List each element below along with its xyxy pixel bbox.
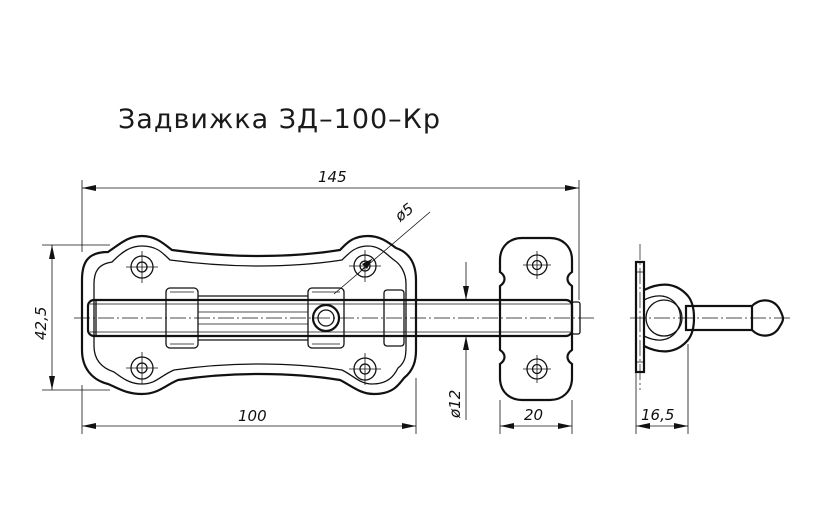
keeper bbox=[498, 236, 581, 402]
dimension-overall-length: 145 bbox=[81, 168, 580, 300]
dim-145-label: 145 bbox=[318, 168, 347, 186]
base-plate bbox=[80, 234, 418, 396]
side-view bbox=[630, 244, 790, 390]
dimension-bolt-diameter: ø12 bbox=[446, 262, 469, 420]
dim-42-5-label: 42,5 bbox=[32, 307, 50, 340]
plate-hole-bottom-left bbox=[126, 352, 158, 384]
plate-hole-bottom-right bbox=[349, 353, 381, 385]
dimension-side-depth: 16,5 bbox=[635, 344, 689, 434]
dimension-keeper-width: 20 bbox=[499, 400, 573, 434]
plate-hole-top-left bbox=[126, 251, 158, 283]
dimension-base-length: 100 bbox=[81, 378, 417, 434]
drawing-title: Задвижка ЗД–100–Кр bbox=[118, 104, 441, 135]
dim-100-label: 100 bbox=[238, 407, 267, 425]
dimension-height: 42,5 bbox=[32, 244, 110, 391]
dim-16-5-label: 16,5 bbox=[641, 406, 674, 424]
dim-20-label: 20 bbox=[524, 406, 543, 424]
dim-o12-label: ø12 bbox=[446, 390, 464, 419]
dim-o5-label: ø5 bbox=[391, 199, 418, 225]
